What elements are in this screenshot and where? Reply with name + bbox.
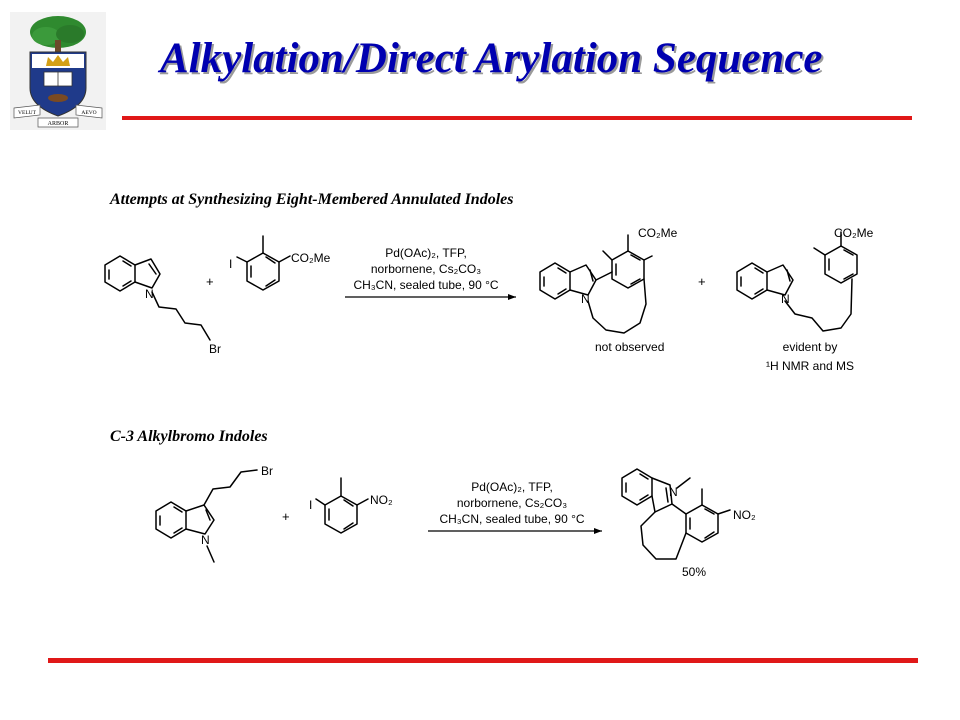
s2-r1-nitrogen: N xyxy=(201,533,210,547)
plus-sign: + xyxy=(206,274,214,289)
plus-sign: + xyxy=(282,509,290,524)
reactant-iodo-methylbenzoate: I CO₂Me xyxy=(229,235,331,291)
s2-product-nitro-group: NO₂ xyxy=(733,508,756,522)
crest-ribbon-left: VELUT xyxy=(18,110,37,116)
reactant-bromopropyl-methylindole: Br N xyxy=(155,464,273,563)
p1-ester-group: CO₂Me xyxy=(638,226,678,240)
crest-ribbon-right: AEVO xyxy=(81,110,96,116)
section-heading-c3-alkylbromo: C-3 Alkylbromo Indoles xyxy=(110,428,268,445)
crest-ribbon-bottom: ARBOR xyxy=(48,121,69,127)
reactant-iodo-nitrotoluene: I NO₂ xyxy=(309,477,393,534)
footer-divider xyxy=(48,658,918,663)
title-divider xyxy=(122,116,912,120)
crown-icon xyxy=(46,55,70,66)
conditions2-line1: Pd(OAc)₂, TFP, xyxy=(471,480,553,494)
plus-sign: + xyxy=(698,274,706,289)
slide-title: Alkylation/Direct Arylation Sequence xyxy=(160,35,823,82)
s2-r1-bromine: Br xyxy=(261,464,273,478)
conditions1-line1: Pd(OAc)₂, TFP, xyxy=(385,246,467,260)
conditions2-line3: CH₃CN, sealed tube, 90 °C xyxy=(439,512,584,526)
p2-nitrogen: N xyxy=(781,292,790,306)
r1-nitrogen: N xyxy=(145,287,154,301)
university-crest-logo: VELUT AEVO ARBOR xyxy=(10,12,106,130)
r1-bromine: Br xyxy=(209,342,221,356)
p1-label-not-observed: not observed xyxy=(595,340,664,354)
reactant-bromobutyl-indole: N Br xyxy=(104,255,221,356)
p2-label-line2: ¹H NMR and MS xyxy=(766,359,854,373)
conditions2-line2: norbornene, Cs₂CO₃ xyxy=(457,496,567,510)
conditions1-line3: CH₃CN, sealed tube, 90 °C xyxy=(353,278,498,292)
s2-r2-nitro-group: NO₂ xyxy=(370,493,393,507)
product-alkylated-intermediate: N CO₂Me evident by ¹H NMR and MS xyxy=(736,226,874,373)
p2-label-line1: evident by xyxy=(783,340,838,354)
product-annulated-indole: N NO₂ 50% xyxy=(621,468,756,579)
tree-icon xyxy=(30,16,86,56)
section-heading-eight-membered: Attempts at Synthesizing Eight-Membered … xyxy=(110,191,514,208)
r2-iodine: I xyxy=(229,257,232,271)
product-eight-membered-indole: N CO₂Me not observed xyxy=(539,226,678,354)
s2-r2-iodine: I xyxy=(309,498,312,512)
beaver-icon xyxy=(48,94,68,102)
p1-nitrogen: N xyxy=(581,292,590,306)
conditions1-line2: norbornene, Cs₂CO₃ xyxy=(371,262,481,276)
p2-ester-group: CO₂Me xyxy=(834,226,874,240)
s2-product-nitrogen: N xyxy=(669,485,678,499)
s2-product-yield: 50% xyxy=(682,565,706,579)
r2-ester-group: CO₂Me xyxy=(291,251,331,265)
